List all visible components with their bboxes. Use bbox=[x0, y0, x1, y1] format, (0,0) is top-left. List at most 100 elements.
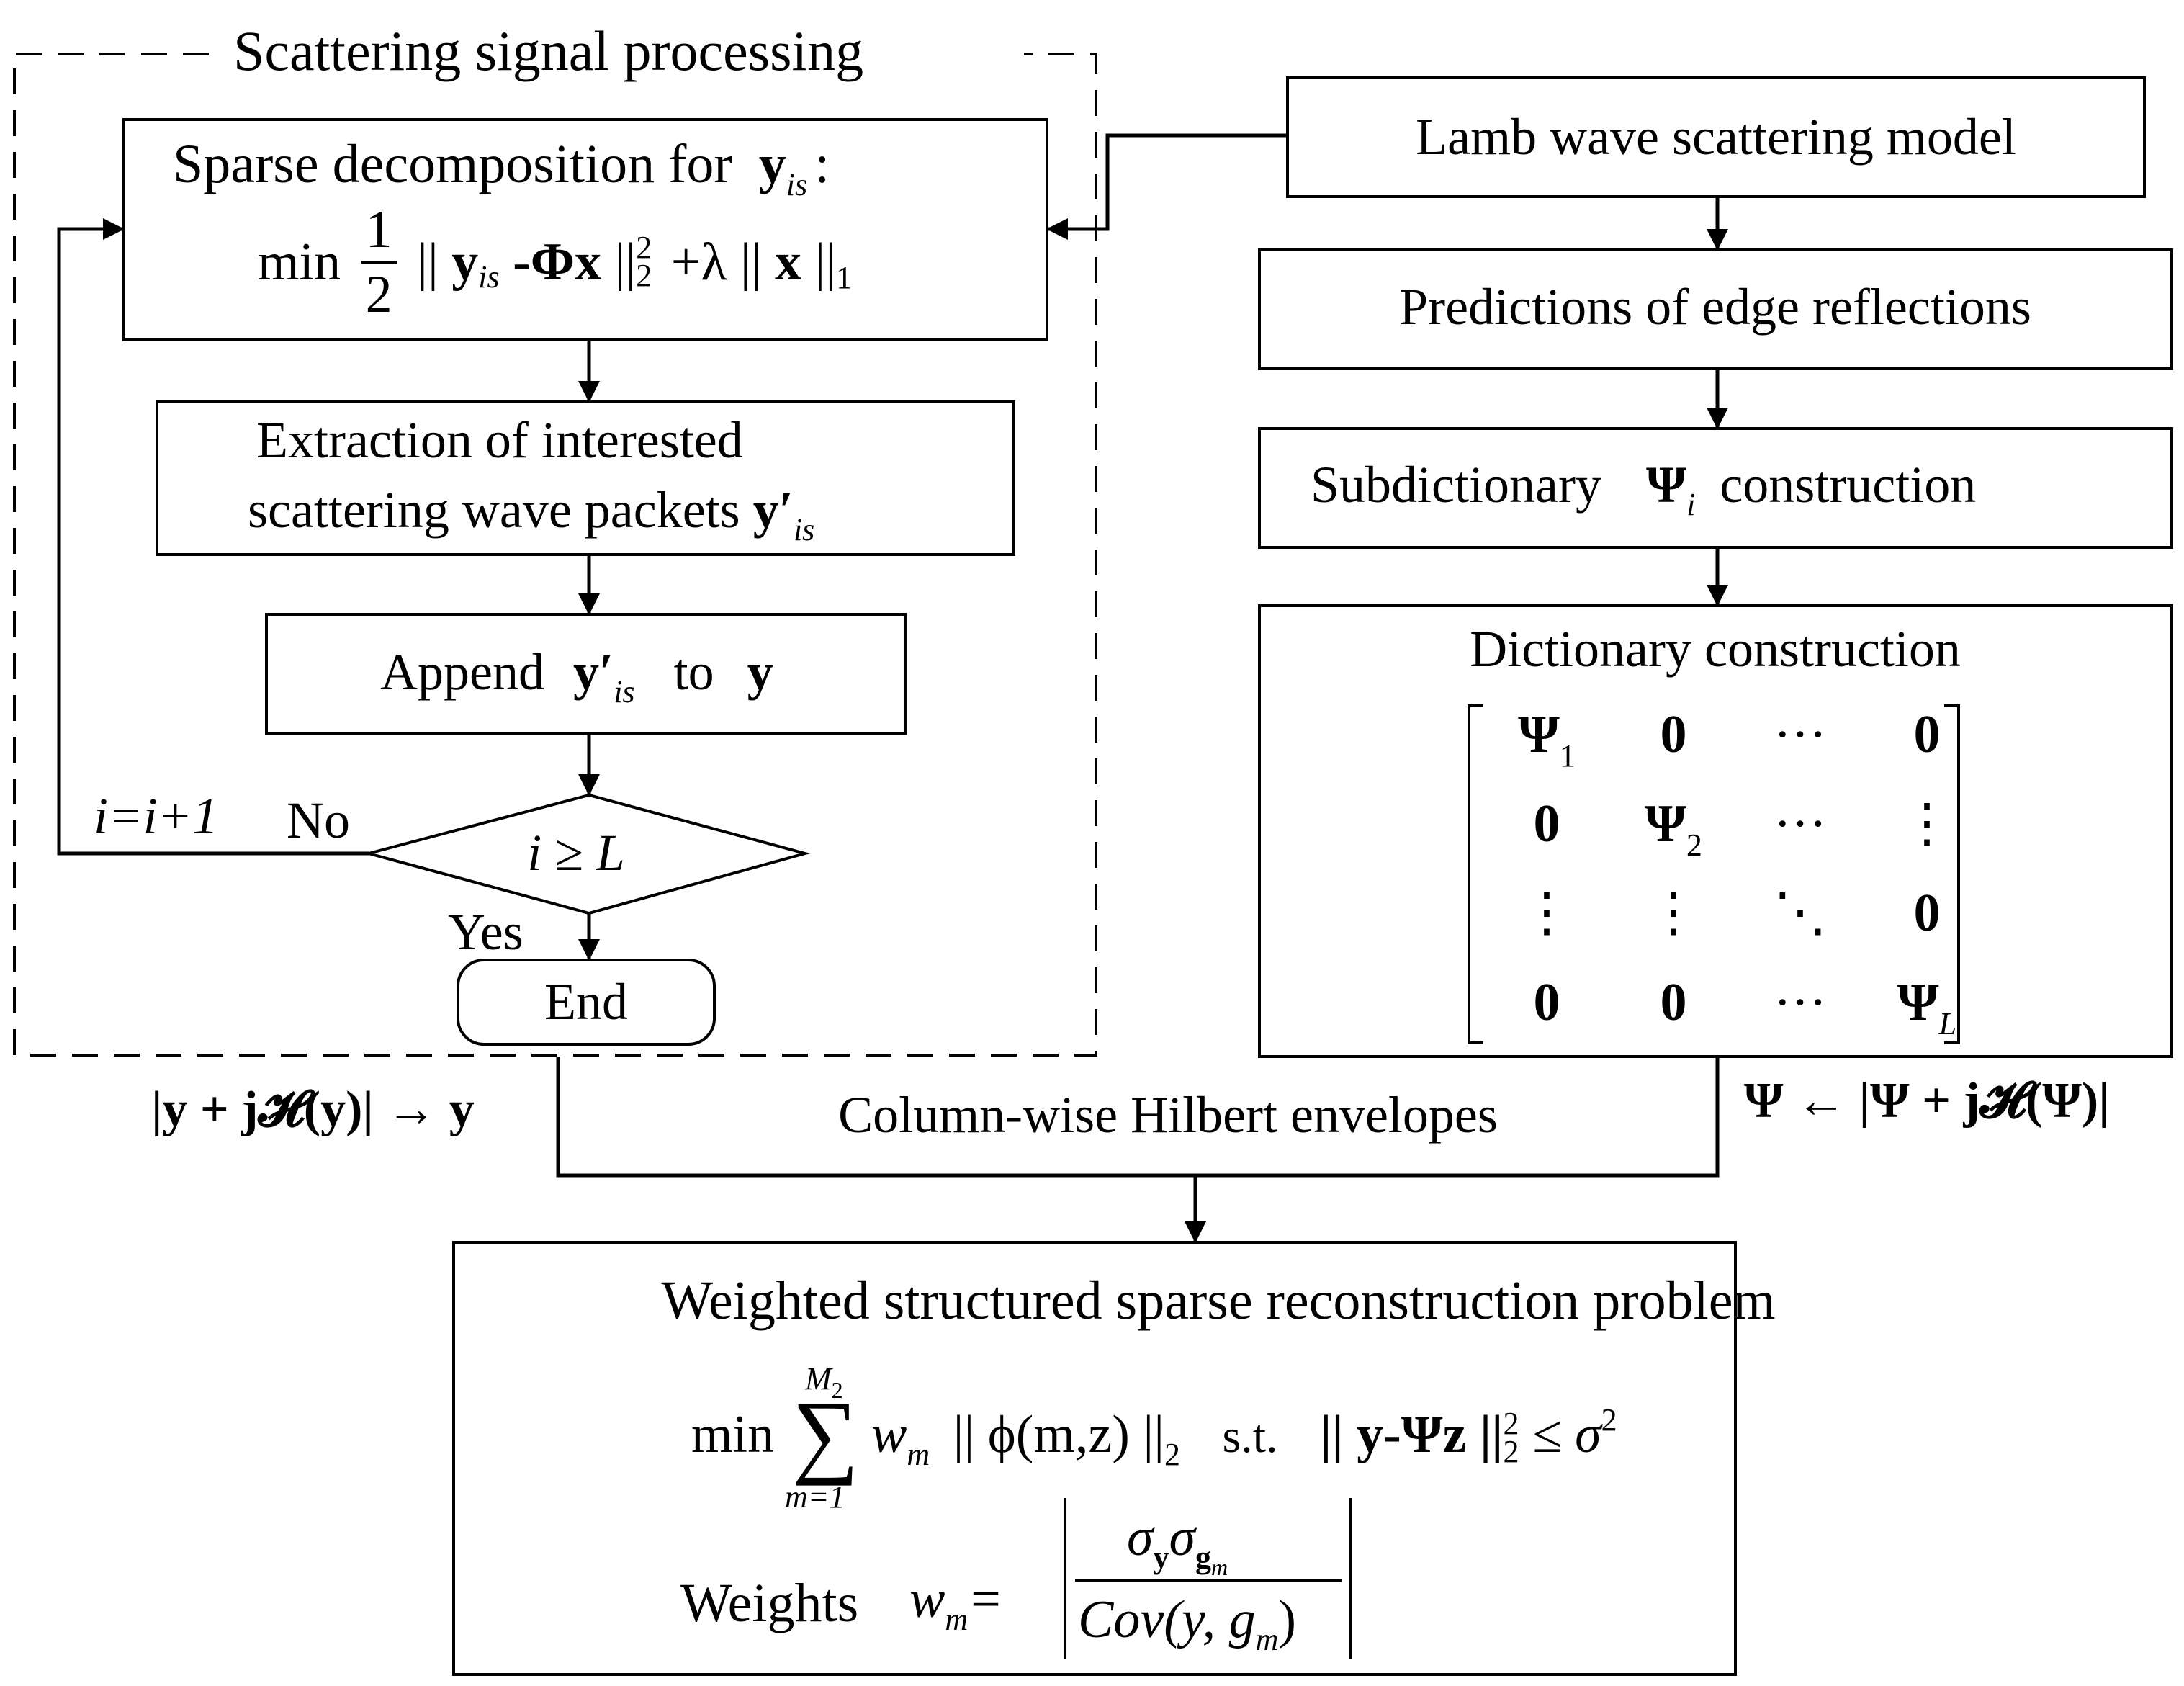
matrix-cell: Ψ2 bbox=[1610, 779, 1737, 869]
subdict-pre: Subdictionary bbox=[1311, 456, 1601, 514]
append-var-sub: is bbox=[614, 674, 635, 709]
weights-den-text: Cov(y, g bbox=[1078, 1590, 1256, 1649]
subdict-label: Subdictionary Ψi construction bbox=[1311, 456, 1977, 521]
obj-w-var: w bbox=[871, 1405, 907, 1464]
eq-l1-sub: 1 bbox=[836, 260, 853, 295]
matrix-cell: Ψ1 bbox=[1483, 690, 1610, 779]
matrix-cell: 0 bbox=[1660, 973, 1687, 1032]
eq-plus-lambda: +λ bbox=[670, 233, 727, 292]
matrix-cell: 0 bbox=[1533, 794, 1560, 853]
obj-phi: || ϕ(m,z) || bbox=[953, 1405, 1165, 1464]
decision-diamond bbox=[363, 793, 811, 915]
matrix-cell: ··· bbox=[1774, 705, 1827, 764]
obj-res-sub: 2 bbox=[1503, 1434, 1519, 1470]
obj-sum-upper-M: M bbox=[805, 1361, 832, 1396]
eq-half-fraction: 1 2 bbox=[361, 203, 397, 321]
decision-yes: Yes bbox=[448, 903, 523, 961]
matrix-cell: ⋱ bbox=[1774, 884, 1827, 943]
weights-num-sigma2: σ bbox=[1169, 1508, 1196, 1567]
eq-norm-close-2: || bbox=[814, 233, 837, 292]
matrix-cell: ΨL bbox=[1864, 958, 1990, 1047]
eq-min: min bbox=[258, 233, 341, 292]
matrix-row: ⋮ ⋮ ⋱ 0 bbox=[1483, 869, 1990, 958]
eq-norm-open: || bbox=[417, 233, 439, 292]
subdict-post: construction bbox=[1720, 456, 1977, 514]
weights-eq: = bbox=[971, 1570, 1001, 1629]
group-frame bbox=[13, 53, 1097, 1057]
eq-half-den: 2 bbox=[361, 261, 397, 321]
obj-st: s.t. bbox=[1222, 1410, 1278, 1463]
obj-res: || y-Ψz || bbox=[1320, 1405, 1504, 1464]
matrix-psi: Ψ bbox=[1645, 794, 1686, 853]
lamb-label: Lamb wave scattering model bbox=[1416, 108, 2016, 166]
obj-phi-sub: 2 bbox=[1164, 1437, 1181, 1472]
weights-num-sigma1: σ bbox=[1127, 1508, 1154, 1567]
hilbert-left: |y + j𝓗(y)| → y bbox=[151, 1082, 475, 1137]
matrix-bracket-right bbox=[1944, 704, 1960, 1044]
obj-le: ≤ σ bbox=[1532, 1405, 1601, 1464]
decision-loop: i=i+1 bbox=[94, 787, 219, 845]
matrix-cell: ⋮ bbox=[1520, 884, 1573, 943]
extract-line1: Extraction of interested bbox=[256, 411, 743, 469]
weights-abs-left bbox=[1064, 1498, 1066, 1659]
dict-title: Dictionary construction bbox=[1470, 620, 1961, 678]
weighted-box bbox=[452, 1241, 1737, 1676]
matrix-row: Ψ1 0 ··· 0 bbox=[1483, 690, 1990, 779]
hilbert-right: Ψ ← |Ψ + j𝓗(Ψ)| bbox=[1744, 1073, 2110, 1129]
matrix-cell: 0 bbox=[1660, 705, 1687, 764]
append-target: y bbox=[747, 643, 773, 701]
matrix-cell: 0 bbox=[1913, 884, 1941, 943]
obj-sum-upper: M2 bbox=[805, 1361, 843, 1402]
predict-label: Predictions of edge reflections bbox=[1399, 278, 2031, 336]
eq-minus: - bbox=[513, 233, 531, 292]
eq-norm-close: || bbox=[614, 233, 637, 292]
sparse-title: Sparse decomposition for yis: bbox=[173, 134, 830, 201]
eq-half-num: 1 bbox=[365, 200, 392, 259]
extract-var-sub: is bbox=[793, 512, 815, 547]
obj-min: min bbox=[691, 1405, 775, 1464]
matrix-cell: ··· bbox=[1774, 973, 1827, 1032]
matrix-cell: 0 bbox=[1913, 705, 1941, 764]
weights-num: σyσgm bbox=[1127, 1508, 1228, 1579]
weights-w-var: w bbox=[909, 1570, 945, 1629]
obj-sum-upper-sub: 2 bbox=[831, 1377, 843, 1403]
matrix-cell: ··· bbox=[1774, 794, 1827, 853]
extract-line2-text: scattering wave packets bbox=[248, 481, 740, 539]
matrix-bracket-left bbox=[1468, 704, 1483, 1044]
matrix-cell: ⋮ bbox=[1647, 884, 1700, 943]
wire-left-down bbox=[556, 1057, 1720, 1178]
weights-label: Weights bbox=[680, 1573, 859, 1633]
end-label: End bbox=[544, 973, 628, 1031]
eq-y-sub: is bbox=[478, 259, 500, 295]
weights-num-y: y bbox=[1153, 1540, 1169, 1575]
matrix-psi-sub: L bbox=[1938, 1006, 1957, 1041]
append-var: y′ bbox=[572, 643, 614, 701]
hilbert-label: Column-wise Hilbert envelopes bbox=[838, 1086, 1498, 1144]
weights-frac-line bbox=[1075, 1579, 1342, 1582]
weights-w: wm= bbox=[909, 1570, 1001, 1636]
obj-res-sup: 2 bbox=[1503, 1406, 1519, 1442]
obj-sum: ∑ bbox=[792, 1383, 859, 1487]
sparse-title-sub: is bbox=[786, 167, 808, 202]
matrix-cell: ⋮ bbox=[1900, 794, 1954, 853]
append-to: to bbox=[673, 643, 714, 701]
obj-sum-lower: m=1 bbox=[785, 1479, 845, 1515]
sparse-title-var: y bbox=[758, 134, 786, 194]
weights-den-close: ) bbox=[1278, 1590, 1297, 1649]
obj-w-sub: m bbox=[907, 1437, 930, 1472]
decision-no: No bbox=[287, 792, 350, 849]
weights-num-g: g bbox=[1195, 1540, 1211, 1575]
subdict-var-sub: i bbox=[1686, 487, 1696, 522]
eq-x: x bbox=[775, 233, 802, 292]
matrix-psi: Ψ bbox=[1897, 973, 1939, 1032]
obj-le-sup: 2 bbox=[1601, 1402, 1617, 1438]
